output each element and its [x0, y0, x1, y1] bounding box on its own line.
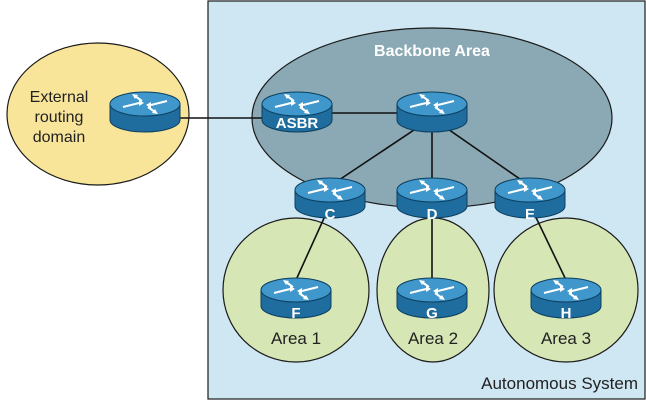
- router-core-icon: [396, 91, 468, 133]
- router-e-label: E: [525, 206, 535, 223]
- router-g-label: G: [426, 305, 438, 322]
- area2-label: Area 2: [408, 329, 458, 348]
- autonomous-system-label: Autonomous System: [481, 374, 638, 393]
- external-label-line2: routing: [35, 109, 84, 126]
- router-external-icon: [109, 91, 181, 133]
- area1-label: Area 1: [271, 329, 321, 348]
- external-label-line3: domain: [33, 129, 85, 146]
- backbone-area-label: Backbone Area: [374, 43, 490, 60]
- area3-label: Area 3: [541, 329, 591, 348]
- router-h-label: H: [561, 305, 572, 322]
- router-f-label: F: [291, 305, 300, 322]
- external-label-line1: External: [30, 89, 89, 106]
- external-domain-ellipse: [6, 42, 190, 186]
- router-d-label: D: [427, 206, 438, 223]
- router-asbr-label: ASBR: [276, 115, 319, 132]
- router-c-label: C: [325, 206, 336, 223]
